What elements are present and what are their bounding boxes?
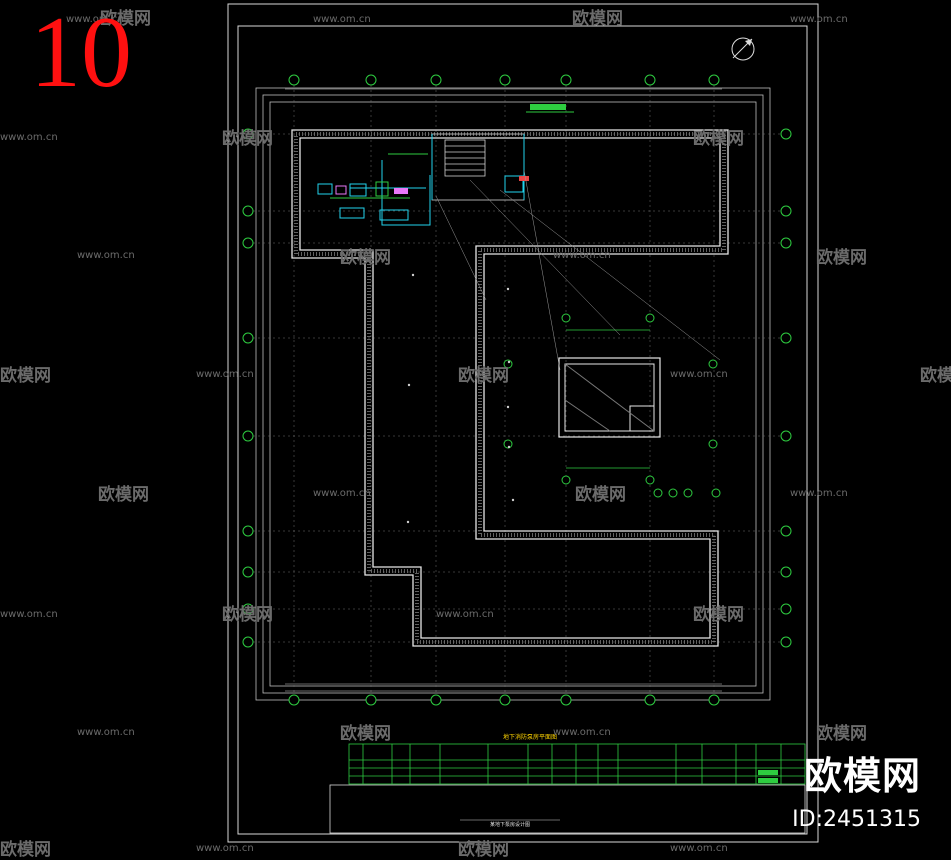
pit-dimension-bubbles xyxy=(503,313,721,498)
title-block xyxy=(329,784,806,834)
svg-text:欧模网: 欧模网 xyxy=(816,723,867,744)
axis-bubbles-side xyxy=(242,128,792,648)
svg-text:www.om.cn: www.om.cn xyxy=(670,843,728,854)
svg-text:www.om.cn: www.om.cn xyxy=(0,132,58,143)
sheet-inner-frame xyxy=(237,25,808,835)
grid-axis-lines xyxy=(248,80,786,705)
svg-text:www.om.cn: www.om.cn xyxy=(77,727,135,738)
svg-text:欧模网: 欧模网 xyxy=(222,128,273,149)
north-arrow-icon xyxy=(731,37,755,61)
svg-text:www.om.cn: www.om.cn xyxy=(553,727,611,738)
svg-text:www.om.cn: www.om.cn xyxy=(77,250,135,261)
svg-text:欧模网: 欧模网 xyxy=(920,365,951,386)
sheet-label: 某地下泵房设计图 xyxy=(490,821,530,828)
page-number: 10 xyxy=(30,0,132,109)
axis-bubbles-top xyxy=(288,74,720,706)
svg-text:www.om.cn: www.om.cn xyxy=(0,609,58,620)
watermark-layer: www.om.cn 欧模网 www.om.cn 欧模网 www.om.cn ww… xyxy=(0,8,951,860)
svg-text:欧模网: 欧模网 xyxy=(575,484,626,505)
pipe-runs-green xyxy=(330,111,574,199)
svg-text:欧模网: 欧模网 xyxy=(340,247,391,268)
svg-text:欧模网: 欧模网 xyxy=(458,365,509,386)
svg-text:欧模网: 欧模网 xyxy=(222,604,273,625)
svg-text:欧模网: 欧模网 xyxy=(340,723,391,744)
table-caption: 地下消防泵房平面图 xyxy=(503,733,557,741)
svg-text:欧模网: 欧模网 xyxy=(458,839,509,860)
svg-text:欧模网: 欧模网 xyxy=(693,604,744,625)
svg-text:欧模网: 欧模网 xyxy=(693,128,744,149)
stair-core xyxy=(431,133,525,201)
asset-id: ID:2451315 xyxy=(792,807,921,832)
svg-text:欧模网: 欧模网 xyxy=(0,365,51,386)
svg-text:www.om.cn: www.om.cn xyxy=(313,14,371,25)
pipe-runs-cyan xyxy=(350,134,525,226)
svg-text:欧模网: 欧模网 xyxy=(0,839,51,860)
central-pit xyxy=(558,357,661,438)
svg-text:欧模网: 欧模网 xyxy=(572,8,623,29)
svg-text:www.om.cn: www.om.cn xyxy=(196,369,254,380)
svg-text:www.om.cn: www.om.cn xyxy=(313,488,371,499)
building-walls xyxy=(291,129,729,647)
pump-equipment xyxy=(317,104,566,221)
sheet-outer-frame xyxy=(227,3,819,843)
dimension-lines xyxy=(285,88,722,692)
leader-lines xyxy=(435,169,721,371)
brand-logo-text: 欧模网 xyxy=(803,754,921,798)
svg-text:www.om.cn: www.om.cn xyxy=(436,609,494,620)
site-outline xyxy=(255,87,771,701)
pit-dimension-lines xyxy=(566,329,650,469)
svg-text:www.om.cn: www.om.cn xyxy=(553,250,611,261)
wall-hatch xyxy=(294,132,726,644)
svg-text:www.om.cn: www.om.cn xyxy=(196,843,254,854)
svg-text:www.om.cn: www.om.cn xyxy=(66,14,124,25)
svg-text:www.om.cn: www.om.cn xyxy=(790,488,848,499)
svg-text:www.om.cn: www.om.cn xyxy=(790,14,848,25)
svg-text:欧模网: 欧模网 xyxy=(98,484,149,505)
svg-text:欧模网: 欧模网 xyxy=(816,247,867,268)
table-status-fill xyxy=(758,770,778,783)
svg-text:www.om.cn: www.om.cn xyxy=(670,369,728,380)
svg-text:欧模网: 欧模网 xyxy=(100,8,151,29)
floor-markers xyxy=(406,273,515,524)
equipment-table xyxy=(348,743,806,785)
